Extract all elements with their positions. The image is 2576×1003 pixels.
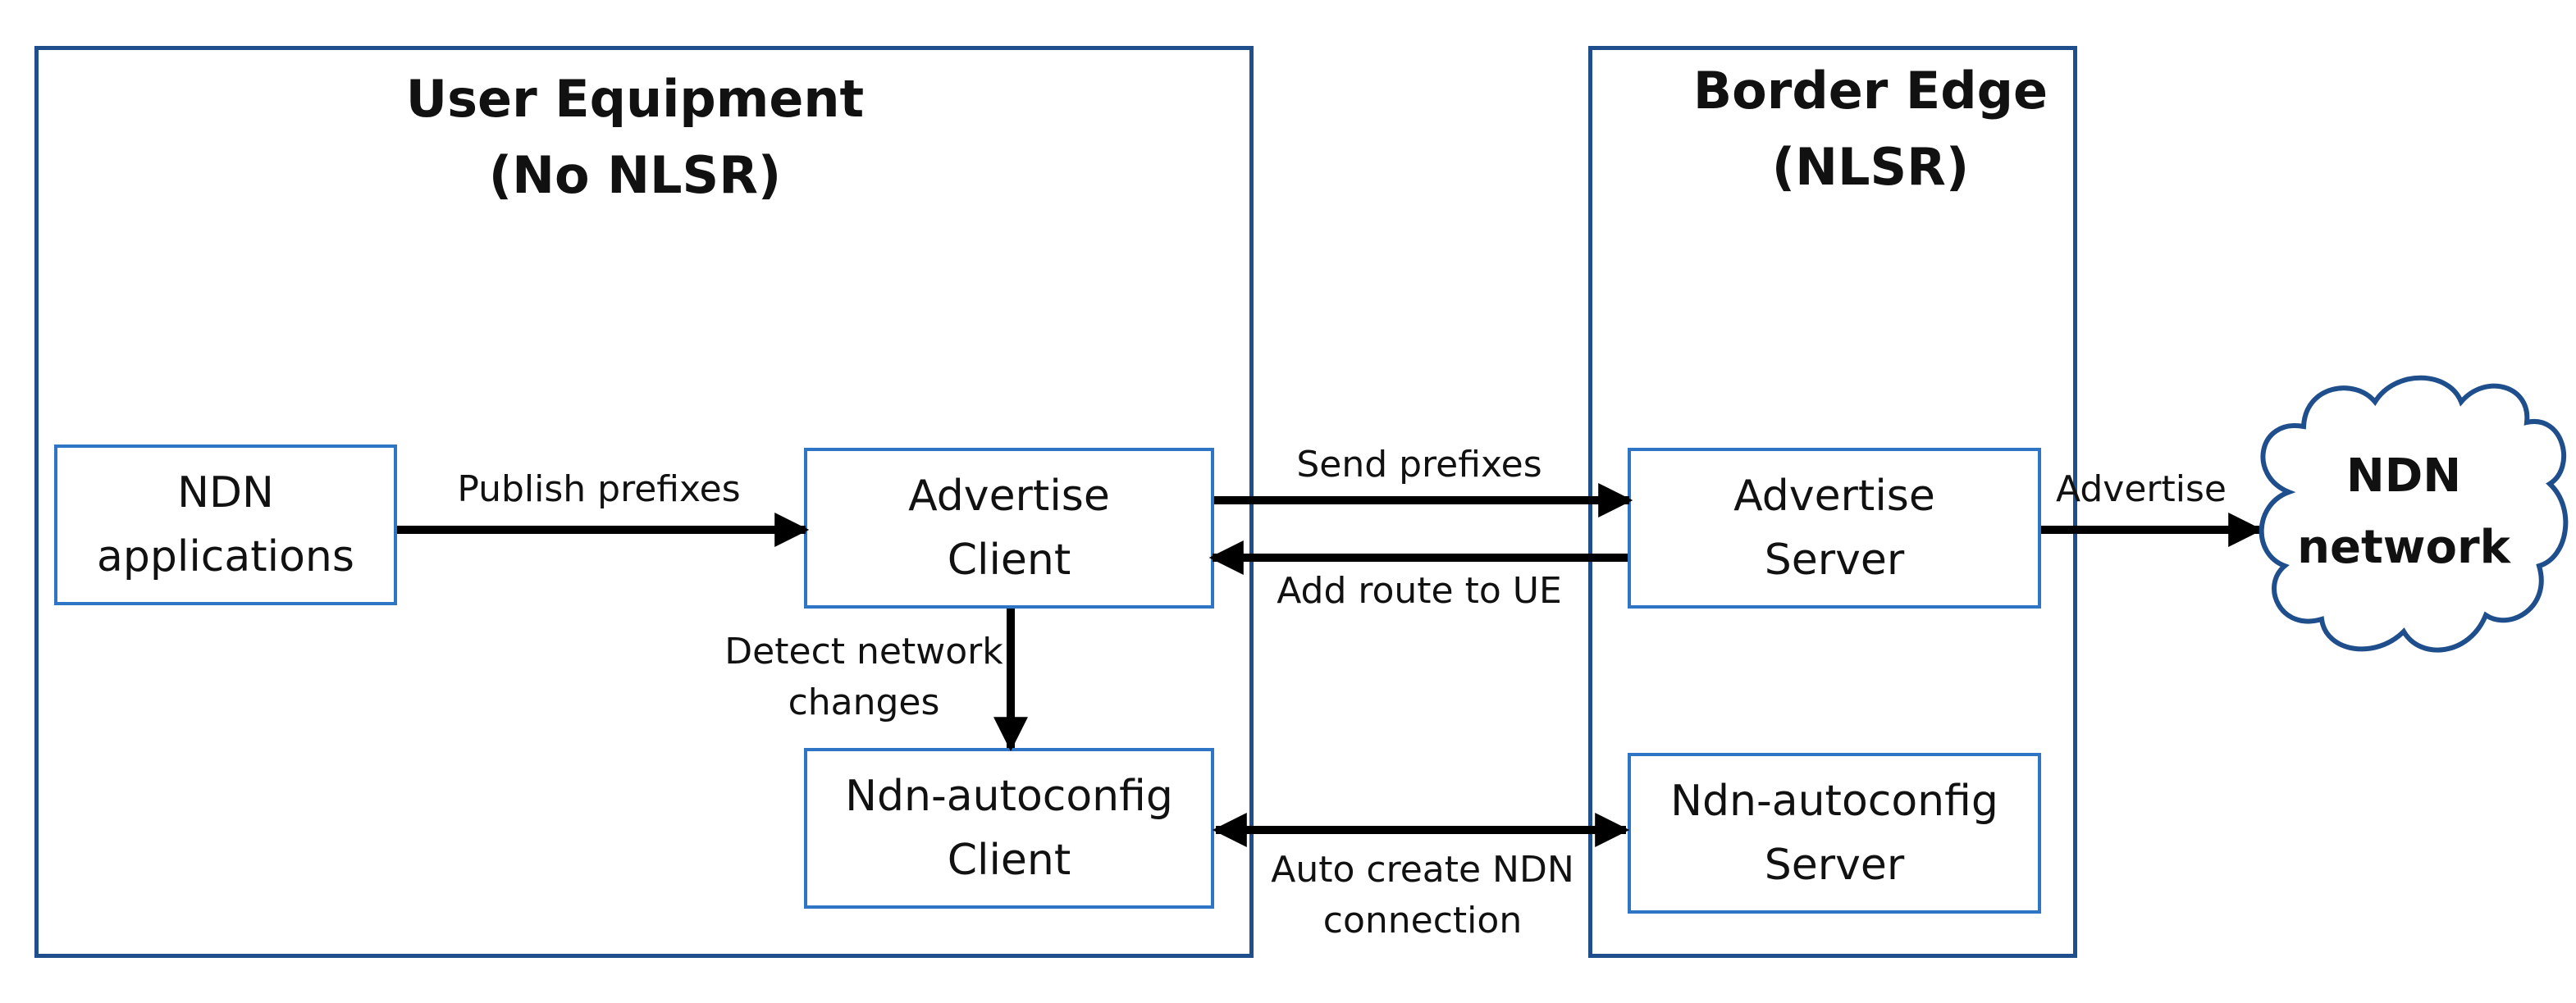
- user-equipment-title-line1: User Equipment: [405, 69, 865, 129]
- ndn-network-line2: network: [2297, 520, 2510, 574]
- border-edge-title-line1: Border Edge: [1692, 61, 2048, 121]
- add-route-text: Add route to UE: [1277, 570, 1562, 612]
- advertise-text: Advertise: [2056, 468, 2227, 510]
- advertise-client-line2: Client: [947, 536, 1071, 585]
- advertise-server-box: Advertise Server: [1628, 448, 2041, 609]
- advertise-client-line1: Advertise: [908, 472, 1110, 521]
- detect-changes-line1: Detect network: [724, 631, 1003, 672]
- advertise-label: Advertise: [2043, 464, 2240, 515]
- autoconfig-client-line1: Ndn-autoconfig: [845, 772, 1173, 821]
- border-edge-title: Border Edge (NLSR): [1674, 52, 2067, 205]
- detect-changes-line2: changes: [788, 681, 940, 723]
- publish-prefixes-text: Publish prefixes: [457, 468, 741, 510]
- auto-connection-line1: Auto create NDN: [1271, 849, 1574, 891]
- autoconfig-client-line2: Client: [947, 836, 1071, 885]
- advertise-server-line2: Server: [1764, 536, 1905, 585]
- user-equipment-title: User Equipment (No NLSR): [389, 61, 881, 213]
- ndn-network-label: NDN network: [2281, 441, 2527, 584]
- ndn-network-line1: NDN: [2345, 449, 2462, 503]
- add-route-label: Add route to UE: [1239, 566, 1600, 617]
- autoconfig-server-line2: Server: [1764, 841, 1905, 890]
- autoconfig-server-line1: Ndn-autoconfig: [1670, 777, 1998, 826]
- publish-prefixes-label: Publish prefixes: [427, 464, 771, 515]
- advertise-server-line1: Advertise: [1733, 472, 1935, 521]
- ndn-applications-box: NDN applications: [54, 445, 397, 605]
- border-edge-title-line2: (NLSR): [1771, 137, 1970, 197]
- ndn-network-cloud-icon: [2259, 375, 2569, 653]
- ndn-applications-line1: NDN: [177, 468, 274, 517]
- advertise-client-box: Advertise Client: [804, 448, 1214, 609]
- send-prefixes-label: Send prefixes: [1255, 440, 1583, 490]
- ndn-applications-line2: applications: [97, 532, 354, 581]
- send-prefixes-text: Send prefixes: [1296, 444, 1542, 486]
- detect-changes-label: Detect network changes: [714, 627, 1014, 727]
- user-equipment-title-line2: (No NLSR): [488, 145, 782, 205]
- auto-connection-label: Auto create NDN connection: [1234, 845, 1611, 946]
- auto-connection-line2: connection: [1322, 899, 1523, 941]
